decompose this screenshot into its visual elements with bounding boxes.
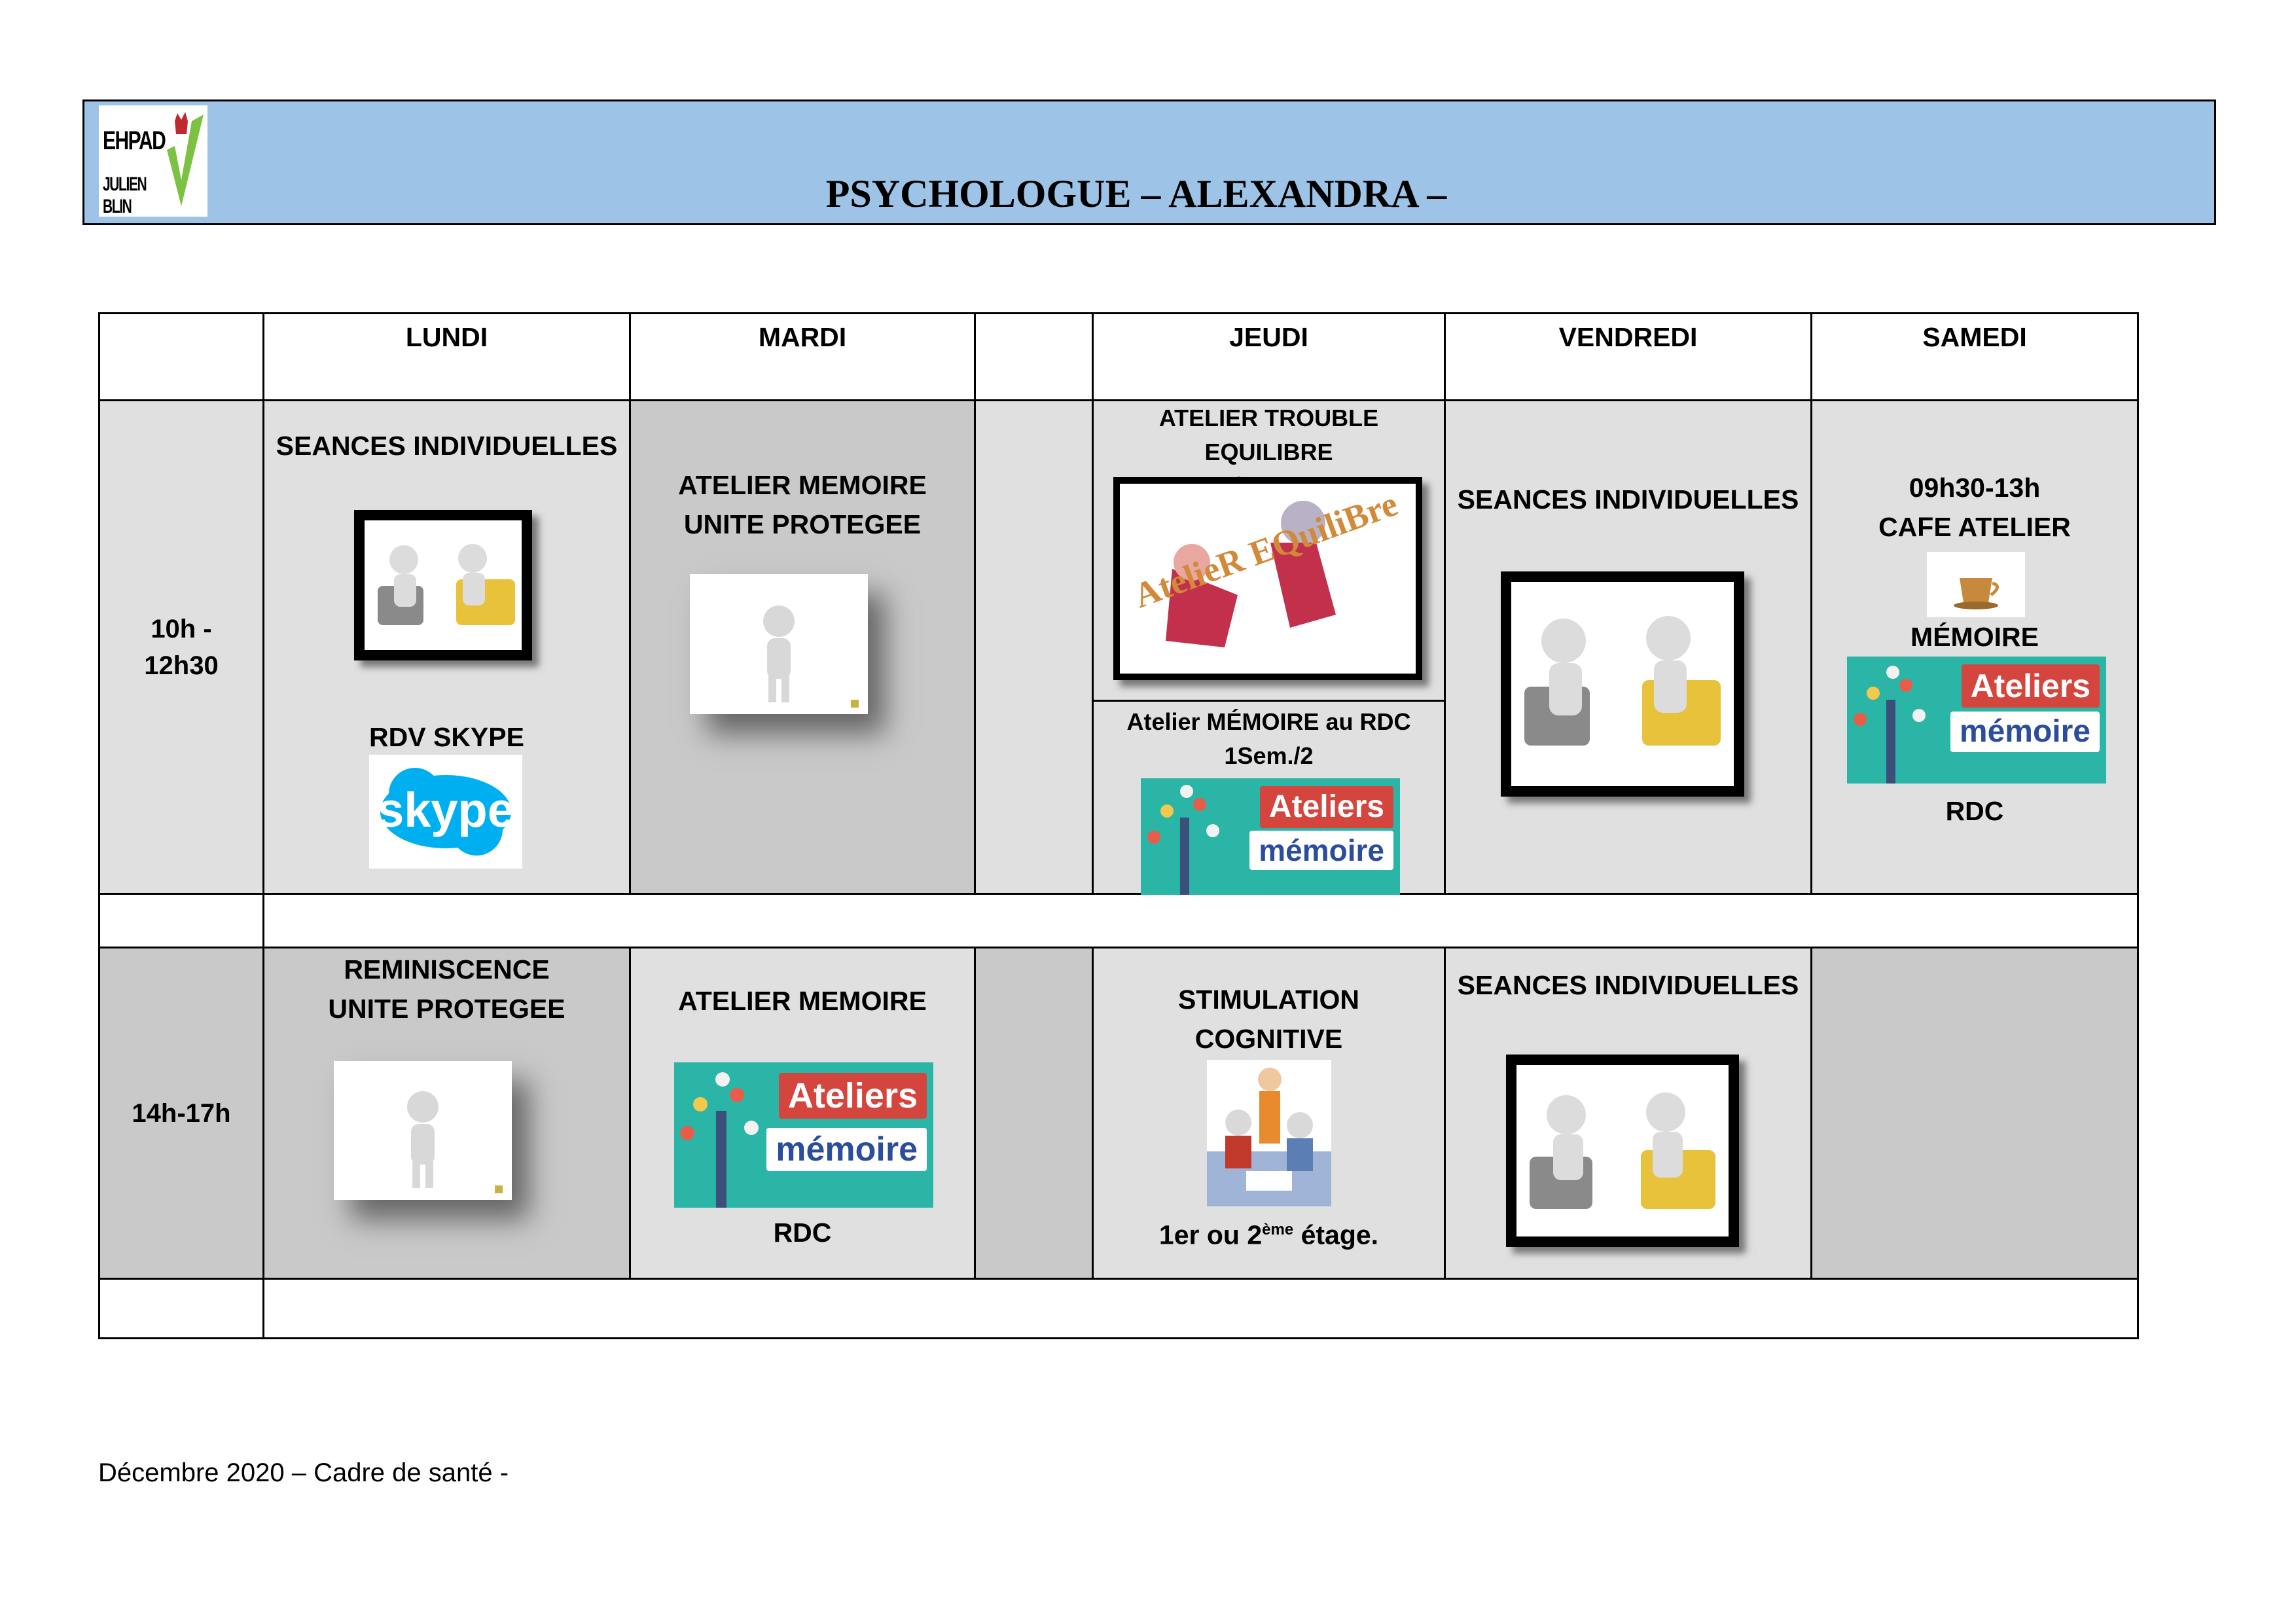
ateliers-memoire-image: Ateliers mémoire [1847,657,2106,784]
schedule-table: LUNDI MARDI JEUDI VENDREDI SAMEDI 10h - … [98,312,2139,1339]
place-suffix: étage. [1293,1219,1379,1250]
logo-checkmark-icon [167,112,204,206]
morning-mardi: ATELIER MEMOIRE UNITE PROTEGEE [629,399,976,895]
afternoon-jeudi: STIMULATION COGNITIVE 1er ou 2ème étage. [1092,947,1446,1280]
consultation-image [1506,1055,1739,1247]
spacer-cell [262,893,2139,948]
afternoon-samedi [1810,947,2139,1280]
skype-logo: skype [369,755,522,869]
afternoon-time: 14h-17h [98,947,264,1280]
header-banner: EHPAD JULIEN BLIN PSYCHOLOGUE – ALEXANDR… [82,99,2216,225]
mardi-pm-title: ATELIER MEMOIRE [678,986,927,1016]
ateliers-memoire-image: Ateliers mémoire [674,1062,933,1208]
samedi-am-sub: MÉMOIRE [1910,622,2039,652]
col-header-vendredi: VENDREDI [1444,312,1812,401]
spacer-row-1 [98,893,2139,948]
badge-ateliers: Ateliers [778,1073,927,1119]
badge-ateliers: Ateliers [1259,786,1393,828]
samedi-am-time: 09h30-13h CAFE ATELIER [1878,473,2071,542]
lundi-am-title: SEANCES INDIVIDUELLES [276,431,618,461]
jeudi-pm-title: STIMULATION COGNITIVE [1177,984,1360,1054]
footer-note: Décembre 2020 – Cadre de santé - [98,1458,509,1487]
jeudi-am-bottom-title: Atelier MÉMOIRE au RDC 1Sem./2 [1126,708,1411,769]
mardi-pm-place: RDC [773,1218,832,1248]
morning-samedi: 09h30-13h CAFE ATELIER MÉMOIRE [1810,399,2139,895]
stimulation-cognitive-image [1207,1060,1331,1206]
spacer-row-2 [98,1278,2139,1339]
badge-memoire: mémoire [766,1128,927,1171]
header-row: LUNDI MARDI JEUDI VENDREDI SAMEDI [98,312,2139,401]
badge-memoire: mémoire [1950,712,2100,752]
thinking-figure-image [690,574,868,714]
logo-text-ehpad: EHPAD [103,126,166,155]
place-superscript: ème [1262,1221,1294,1238]
morning-vendredi: SEANCES INDIVIDUELLES [1444,399,1812,895]
afternoon-lundi: REMINISCENCE UNITE PROTEGEE [262,947,631,1280]
spacer-cell [262,1278,2139,1339]
coffee-cup-icon [1927,552,2025,617]
page-title: PSYCHOLOGUE – ALEXANDRA – [825,172,1447,215]
badge-memoire: mémoire [1249,831,1393,870]
ehpad-logo: EHPAD JULIEN BLIN [99,105,207,217]
afternoon-mardi: ATELIER MEMOIRE Ateliers mémoire RDC [629,947,976,1280]
col-header-mardi: MARDI [629,312,976,401]
col-header-mercredi [974,312,1094,401]
samedi-am-place: RDC [1945,796,2004,826]
spacer-cell [98,893,264,948]
col-header-jeudi: JEUDI [1092,312,1446,401]
afternoon-vendredi: SEANCES INDIVIDUELLES [1444,947,1812,1280]
atelier-equilibre-image: AtelieR EQuiliBre [1113,477,1422,680]
badge-ateliers: Ateliers [1961,664,2100,708]
mardi-am-title: ATELIER MEMOIRE UNITE PROTEGEE [678,470,927,539]
vendredi-am-title: SEANCES INDIVIDUELLES [1457,484,1799,514]
morning-lundi: SEANCES INDIVIDUELLES RDV SKYPE [262,399,631,895]
consultation-image [1501,571,1744,797]
morning-jeudi: ATELIER TROUBLE EQUILIBRE 1Sem./2 avec E… [1092,399,1446,895]
jeudi-pm-place: 1er ou 2ème étage. [1094,1210,1444,1255]
afternoon-row: 14h-17h REMINISCENCE UNITE PROTEGEE ATEL… [98,947,2139,1280]
morning-time: 10h - 12h30 [98,399,264,895]
lundi-pm-title: REMINISCENCE UNITE PROTEGEE [328,954,565,1024]
logo-text-julien-blin: JULIEN BLIN [103,173,147,217]
col-header-samedi: SAMEDI [1810,312,2139,401]
ateliers-memoire-image: Ateliers mémoire [1141,778,1400,895]
spacer-cell [98,1278,264,1339]
lundi-am-sub: RDV SKYPE [369,722,524,752]
vendredi-pm-title: SEANCES INDIVIDUELLES [1457,970,1799,1000]
afternoon-mercredi [974,947,1094,1280]
thinking-figure-image [334,1061,512,1200]
col-header-empty [98,312,264,401]
col-header-lundi: LUNDI [262,312,631,401]
morning-row: 10h - 12h30 SEANCES INDIVIDUELLES RDV SK… [98,399,2139,895]
morning-mercredi [974,399,1094,895]
place-prefix: 1er ou 2 [1158,1219,1263,1250]
consultation-image [354,510,532,660]
skype-wordmark: skype [377,783,514,837]
jeudi-am-divider [1094,700,1444,702]
